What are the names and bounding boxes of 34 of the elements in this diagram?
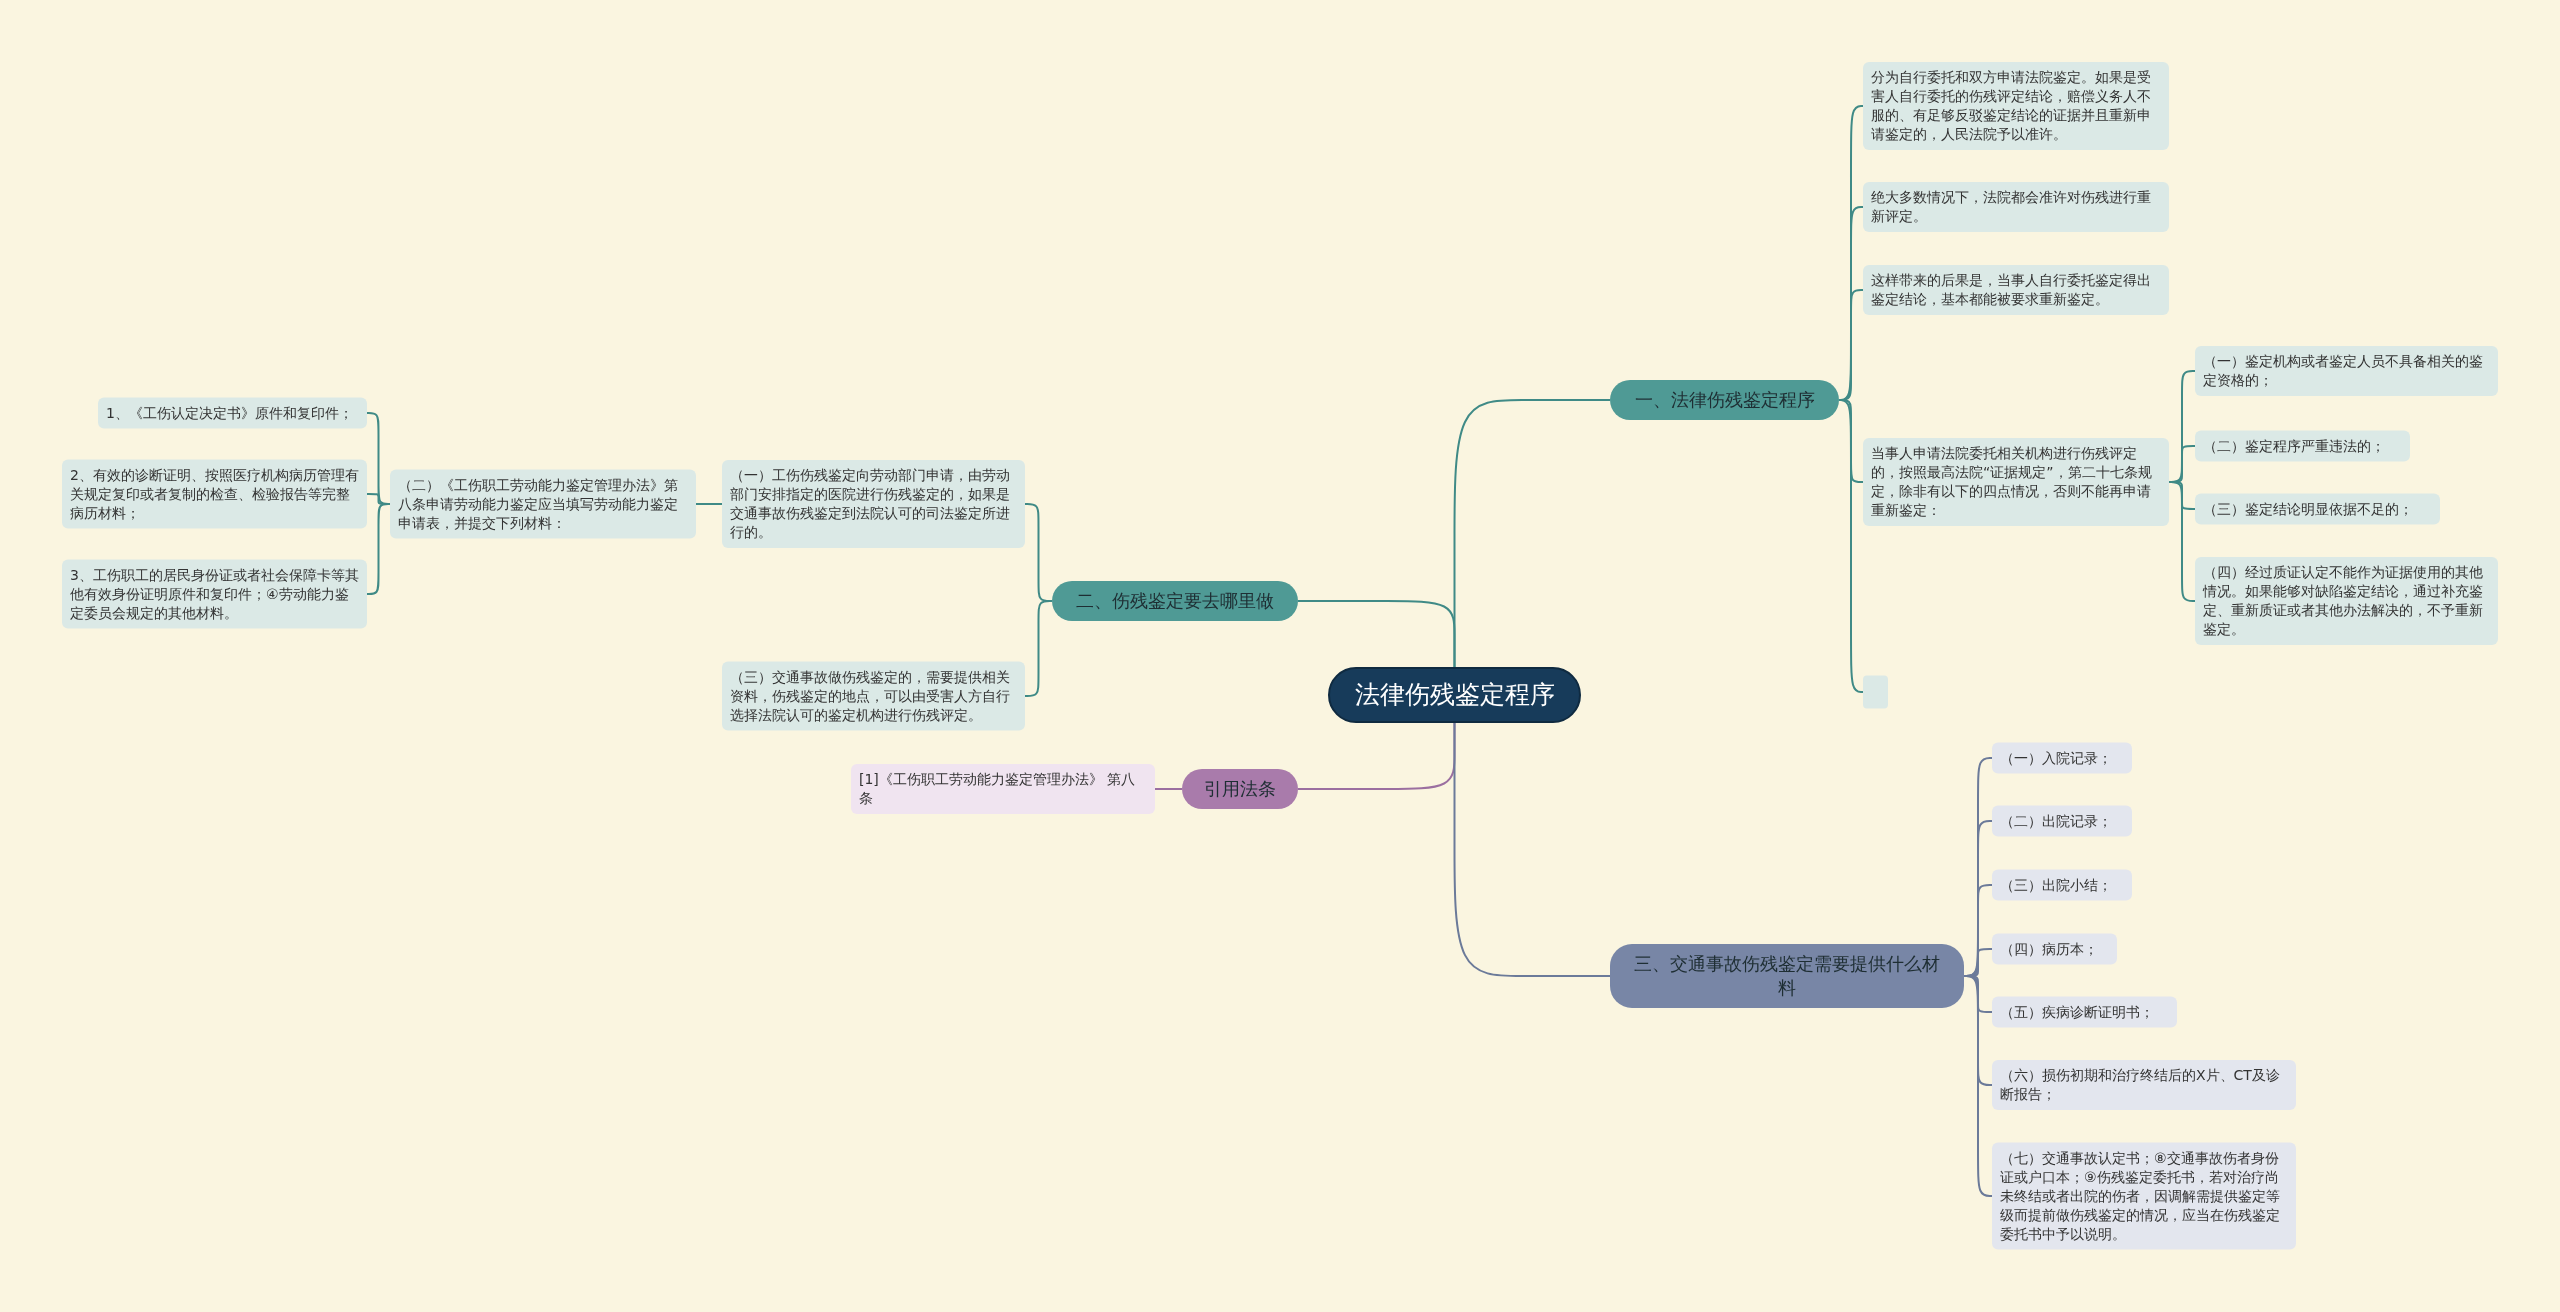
branch-topic: 引用法条 <box>1182 769 1298 809</box>
branch-topic: 一、法律伤残鉴定程序 <box>1610 380 1839 420</box>
central-topic: 法律伤残鉴定程序 <box>1328 667 1581 723</box>
empty-subtopic-box <box>1863 675 1888 709</box>
connector-line <box>1154 788 1183 790</box>
subtopic-box: （四）病历本； <box>1992 933 2117 965</box>
subtopic-box: （二）鉴定程序严重违法的； <box>2195 430 2410 462</box>
subtopic-box: （七）交通事故认定书；⑧交通事故伤者身份证或户口本；⑨伤残鉴定委托书，若对治疗尚未终结或者出院的伤者，因调解需提供鉴定等级而提前做伤残鉴定的情况，应当在伤残鉴定委托书中予以说明。 <box>1992 1142 2296 1250</box>
subtopic-box: （四）经过质证认定不能作为证据使用的其他情况。如果能够对缺陷鉴定结论，通过补充鉴定、重新质证或者其他办法解决的，不予重新鉴定。 <box>2195 557 2498 645</box>
subtopic-box: （六）损伤初期和治疗终结后的X片、CT及诊断报告； <box>1992 1060 2296 1110</box>
branch-topic: 三、交通事故伤残鉴定需要提供什么材料 <box>1610 944 1964 1008</box>
subtopic-box: 2、有效的诊断证明、按照医疗机构病历管理有关规定复印或者复制的检查、检验报告等完整病历材料； <box>62 459 367 529</box>
subtopic-box: （三）鉴定结论明显依据不足的； <box>2195 493 2440 525</box>
subtopic-box: （一）鉴定机构或者鉴定人员不具备相关的鉴定资格的； <box>2195 346 2498 396</box>
connector-line <box>1297 600 1456 668</box>
subtopic-box: （二）出院记录； <box>1992 805 2132 837</box>
subtopic-box: 这样带来的后果是，当事人自行委托鉴定得出鉴定结论，基本都能被要求重新鉴定。 <box>1863 265 2169 315</box>
subtopic-box: （一）入院记录； <box>1992 742 2132 774</box>
branch-topic: 二、伤残鉴定要去哪里做 <box>1052 581 1298 621</box>
subtopic-box: 1、《工伤认定决定书》原件和复印件； <box>98 397 367 429</box>
connector-line <box>1453 722 1611 977</box>
subtopic-box: 绝大多数情况下，法院都会准许对伤残进行重新评定。 <box>1863 182 2169 232</box>
subtopic-box: [1]《工伤职工劳动能力鉴定管理办法》 第八条 <box>851 764 1155 814</box>
subtopic-box: 分为自行委托和双方申请法院鉴定。如果是受害人自行委托的伤残评定结论，赔偿义务人不服的、有足够反驳鉴定结论的证据并且重新申请鉴定的，人民法院予以准许。 <box>1863 62 2169 150</box>
subtopic-box: （三）出院小结； <box>1992 869 2132 901</box>
connector-line <box>695 503 723 505</box>
subtopic-box: （三）交通事故做伤残鉴定的，需要提供相关资料，伤残鉴定的地点，可以由受害人方自行选择法院认可的鉴定机构进行伤残评定。 <box>722 661 1025 731</box>
connector-line <box>366 503 391 595</box>
subtopic-box: （二）《工伤职工劳动能力鉴定管理办法》第八条申请劳动能力鉴定应当填写劳动能力鉴定申请表，并提交下列材料： <box>390 469 696 539</box>
subtopic-box: 3、工伤职工的居民身份证或者社会保障卡等其他有效身份证明原件和复印件；④劳动能力鉴定委员会规定的其他材料。 <box>62 559 367 629</box>
subtopic-box: （一）工伤伤残鉴定向劳动部门申请，由劳动部门安排指定的医院进行伤残鉴定的，如果是交通事故伤残鉴定到法院认可的司法鉴定所进行的。 <box>722 460 1025 548</box>
subtopic-box: 当事人申请法院委托相关机构进行伤残评定的，按照最高法院“证据规定”，第二十七条规定，除非有以下的四点情况，否则不能再申请重新鉴定： <box>1863 438 2169 526</box>
subtopic-box: （五）疾病诊断证明书； <box>1992 996 2177 1028</box>
connector-line <box>1838 399 1864 693</box>
